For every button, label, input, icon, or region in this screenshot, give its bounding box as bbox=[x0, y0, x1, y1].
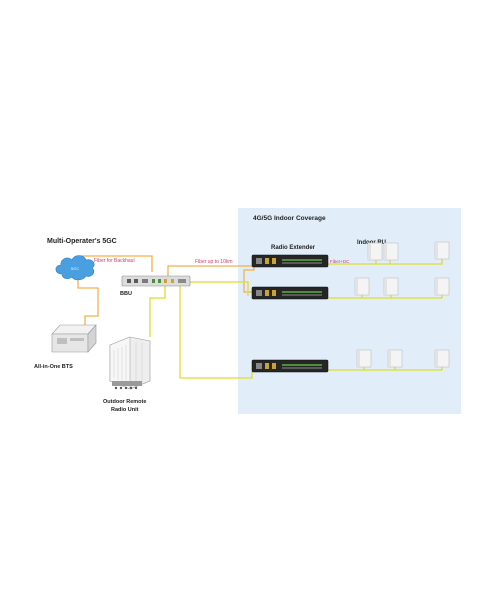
fiber-backhaul-label: Fiber for Backhaul bbox=[94, 258, 135, 264]
core-title: Multi-Operater's 5GC bbox=[47, 238, 117, 245]
ru-cable-row1 bbox=[328, 258, 443, 265]
fiber-10km-label: Fiber up to 10km bbox=[195, 259, 233, 265]
radio-extender-3 bbox=[251, 359, 329, 373]
extender-link-1-2 bbox=[243, 262, 255, 293]
radio-extender-label: Radio Extender bbox=[271, 245, 316, 251]
indoor-ru-4 bbox=[354, 277, 370, 296]
indoor-ru-1 bbox=[367, 242, 383, 261]
indoor-ru-9 bbox=[434, 349, 450, 368]
indoor-ru-5 bbox=[383, 277, 399, 296]
bbu-label: BBU bbox=[120, 291, 132, 297]
indoor-coverage-area bbox=[238, 208, 461, 414]
cloud-label: 5GC bbox=[71, 266, 79, 271]
bbu-device bbox=[121, 275, 191, 287]
ru-cable-row3 bbox=[328, 366, 443, 371]
indoor-ru-6 bbox=[434, 277, 450, 296]
bbu-extender3-cable bbox=[179, 285, 253, 379]
radio-extender-2 bbox=[251, 286, 329, 300]
indoor-ru-2 bbox=[383, 242, 399, 261]
radio-extender-1 bbox=[251, 254, 329, 268]
fiber-bts-link bbox=[77, 278, 99, 328]
bbu-rru-cable bbox=[149, 285, 166, 337]
all-in-one-bts-label: All-in-One BTS bbox=[34, 364, 73, 370]
ru-cable-row2 bbox=[328, 294, 443, 299]
outdoor-rru-label-line1: Outdoor Remote bbox=[103, 399, 146, 405]
cloud-icon bbox=[55, 255, 95, 281]
outdoor-rru-label-line2: Radio Unit bbox=[111, 407, 139, 413]
indoor-ru-3 bbox=[434, 241, 450, 260]
all-in-one-bts-device bbox=[51, 324, 97, 353]
indoor-ru-8 bbox=[387, 349, 403, 368]
fiber-dc-label: Fiber+DC bbox=[330, 259, 350, 264]
outdoor-rru-device bbox=[109, 336, 151, 390]
indoor-coverage-title: 4G/5G Indoor Coverage bbox=[253, 215, 326, 222]
indoor-ru-7 bbox=[356, 349, 372, 368]
